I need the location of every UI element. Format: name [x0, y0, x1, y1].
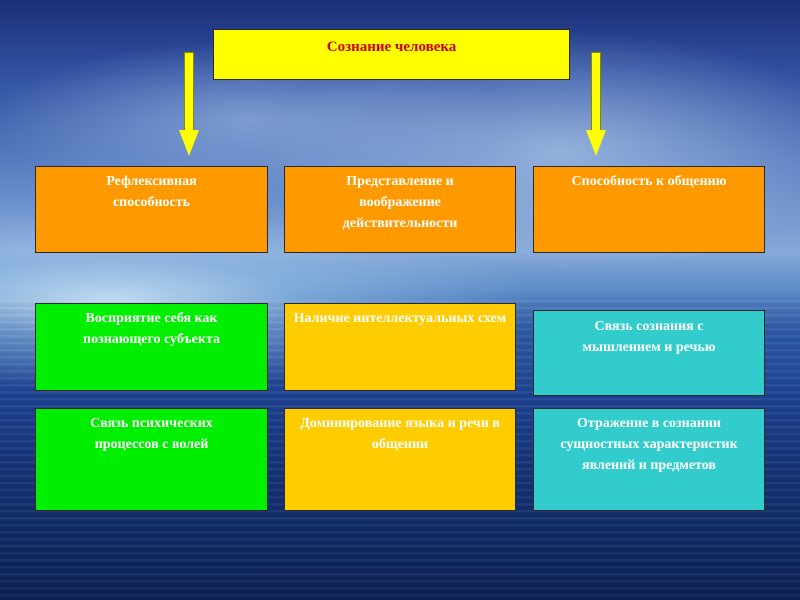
- language-dominance-box: Доминирование языка и речи в общении: [284, 408, 516, 511]
- representation-imagination-box: Представление и воображение действительн…: [284, 166, 516, 253]
- diagram-title: Сознание человека: [213, 29, 570, 80]
- arrow-down-left-icon: [179, 52, 199, 156]
- reflexive-ability-box: Рефлексивная способность: [35, 166, 268, 253]
- arrow-down-right-icon: [586, 52, 606, 156]
- communication-ability-box: Способность к общению: [533, 166, 765, 253]
- mental-processes-will-box: Связь психических процессов с волей: [35, 408, 268, 511]
- consciousness-thinking-speech-box: Связь сознания с мышлением и речью: [533, 310, 765, 396]
- intellectual-schemes-box: Наличие интеллектуальных схем: [284, 303, 516, 391]
- self-perception-box: Восприятие себя как познающего субъекта: [35, 303, 268, 391]
- essential-characteristics-box: Отражение в сознании сущностных характер…: [533, 408, 765, 511]
